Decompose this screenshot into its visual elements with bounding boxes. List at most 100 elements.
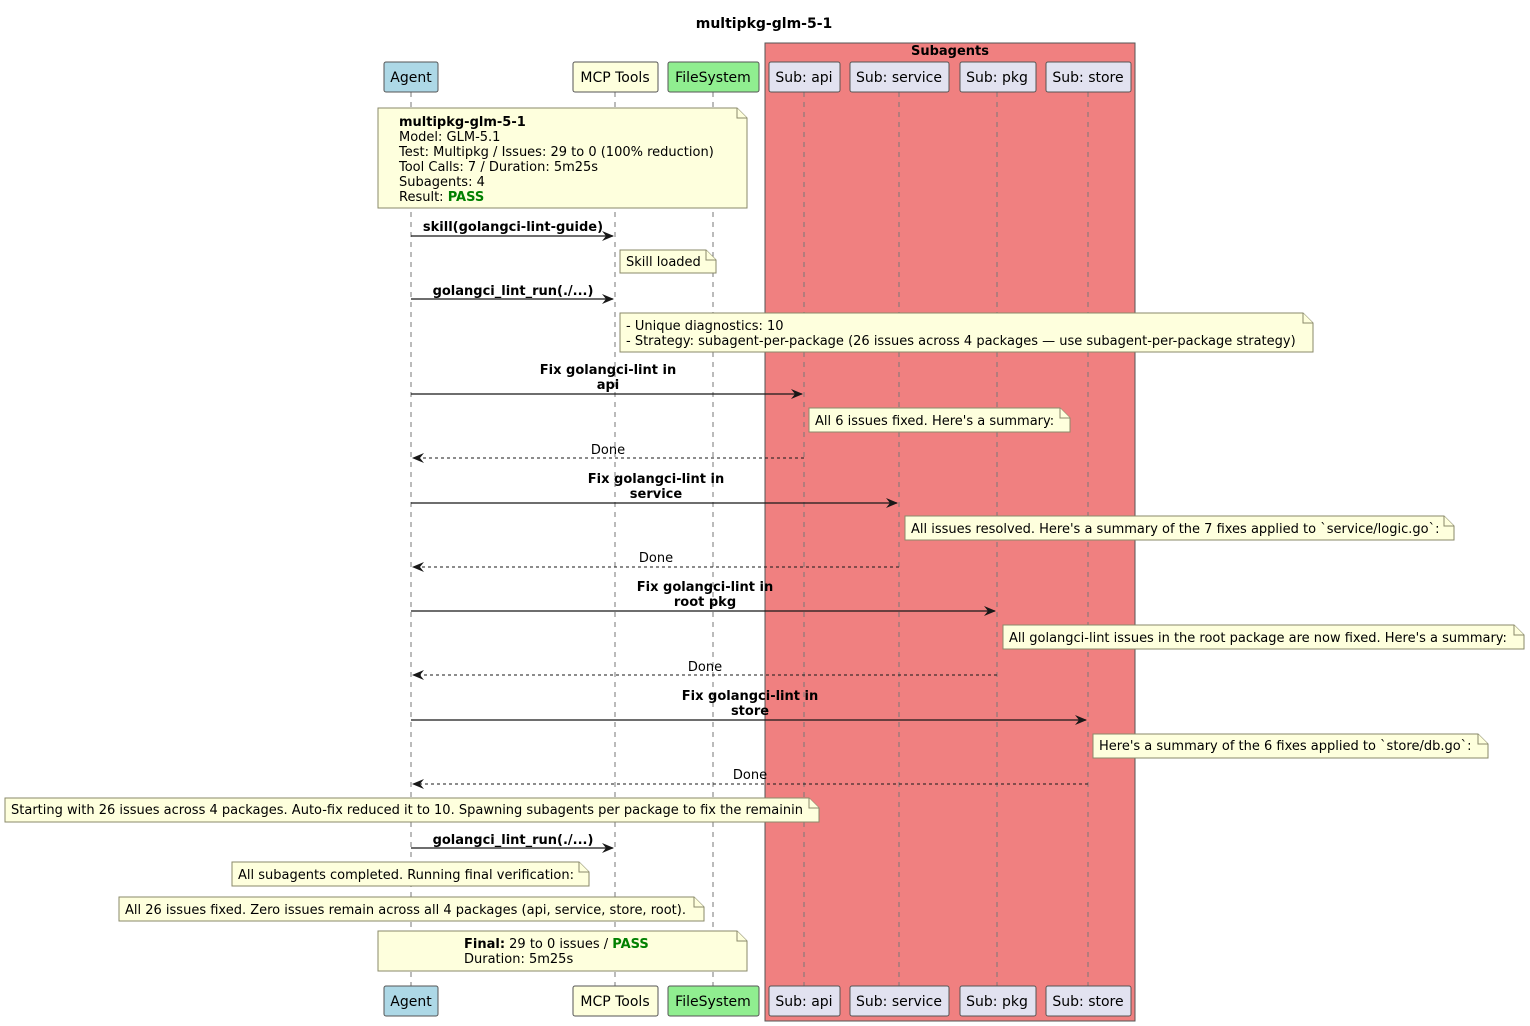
participant-label: Sub: api: [775, 994, 832, 1010]
message-fix-service: Fix golangci-lint in service: [411, 472, 898, 508]
final-pass-badge: PASS: [612, 937, 649, 952]
message-label: Done: [733, 768, 767, 783]
note-text: All subagents completed. Running final v…: [238, 868, 574, 883]
message-label: Fix golangci-lint in: [588, 472, 724, 487]
note-diagnostics: - Unique diagnostics: 10 - Strategy: sub…: [619, 312, 1314, 353]
message-done-api: Done: [412, 443, 804, 463]
note-shape: [1092, 733, 1489, 759]
note-pkg-result: All golangci-lint issues in the root pac…: [1002, 624, 1525, 650]
final-label: Final:: [464, 937, 505, 952]
participant-label: Sub: store: [1052, 994, 1123, 1010]
message-label: store: [731, 704, 769, 719]
note-spawning: Starting with 26 issues across 4 package…: [4, 797, 820, 823]
note-text: All golangci-lint issues in the root pac…: [1009, 631, 1507, 646]
note-fold: [808, 798, 819, 809]
note-fold: [578, 862, 589, 873]
note-shape: [619, 249, 717, 274]
message-label: Done: [639, 551, 673, 566]
result-pass-badge: PASS: [448, 190, 485, 205]
participant-box: [572, 985, 659, 1017]
summary-note-line: Tool Calls: 7 / Duration: 5m25s: [398, 160, 598, 175]
summary-note-result: Result: PASS: [399, 190, 484, 205]
message-label: root pkg: [674, 595, 736, 610]
lifelines: [410, 92, 1089, 986]
note-text: Skill loaded: [626, 255, 701, 270]
message-label: golangci_lint_run(./...): [433, 284, 594, 299]
participant-box: [383, 61, 439, 93]
participant-mcp-tools-bottom: MCP Tools: [572, 985, 659, 1017]
note-text: All 26 issues fixed. Zero issues remain …: [125, 903, 686, 918]
summary-note: multipkg-glm-5-1 Model: GLM-5.1 Test: Mu…: [377, 107, 748, 209]
note-text: Here's a summary of the 6 fixes applied …: [1099, 739, 1472, 754]
participant-agent-bottom: Agent: [383, 985, 439, 1017]
note-all-fixed: All 26 issues fixed. Zero issues remain …: [118, 896, 705, 922]
message-label: Fix golangci-lint in: [637, 580, 773, 595]
message-label: Done: [591, 443, 625, 458]
message-lint-run: golangci_lint_run(./...): [411, 284, 614, 304]
summary-note-line: Subagents: 4: [399, 175, 485, 190]
participant-label: Sub: api: [775, 70, 832, 86]
note-text: Starting with 26 issues across 4 package…: [11, 803, 803, 818]
participant-label: Agent: [390, 70, 432, 86]
summary-note-title: multipkg-glm-5-1: [399, 115, 526, 130]
note-shape: [231, 861, 590, 887]
note-skill-loaded: Skill loaded: [619, 249, 717, 274]
message-label: golangci_lint_run(./...): [433, 833, 594, 848]
participant-mcp-tools-top: MCP Tools: [572, 61, 659, 93]
message-label: Fix golangci-lint in: [682, 689, 818, 704]
final-summary-line: Final: 29 to 0 issues / PASS: [464, 937, 649, 952]
participant-sub-service-bottom: Sub: service: [849, 985, 950, 1017]
summary-note-line: Test: Multipkg / Issues: 29 to 0 (100% r…: [398, 145, 714, 160]
final-text: 29 to 0 issues /: [505, 937, 612, 952]
participant-box: [667, 985, 760, 1017]
participant-sub-store-top: Sub: store: [1045, 61, 1132, 93]
note-completed: All subagents completed. Running final v…: [231, 861, 590, 887]
message-fix-pkg: Fix golangci-lint in root pkg: [411, 580, 996, 616]
participant-sub-pkg-top: Sub: pkg: [959, 61, 1037, 93]
note-final-summary: Final: 29 to 0 issues / PASS Duration: 5…: [377, 930, 748, 972]
participant-box: [768, 985, 841, 1017]
participant-box: [1045, 61, 1132, 93]
note-shape: [619, 312, 1314, 353]
note-fold: [1443, 516, 1454, 527]
message-label: skill(golangci-lint-guide): [423, 220, 603, 235]
note-text: All 6 issues fixed. Here's a summary:: [815, 414, 1054, 429]
participant-label: MCP Tools: [580, 70, 649, 86]
participant-sub-store-bottom: Sub: store: [1045, 985, 1132, 1017]
summary-note-line: Model: GLM-5.1: [399, 130, 500, 145]
participant-sub-pkg-bottom: Sub: pkg: [959, 985, 1037, 1017]
participant-label: FileSystem: [675, 70, 751, 86]
note-text: - Unique diagnostics: 10: [626, 319, 784, 334]
participant-label: Sub: store: [1052, 70, 1123, 86]
message-label: Fix golangci-lint in: [540, 363, 676, 378]
result-prefix: Result:: [399, 190, 448, 205]
message-skill-call: skill(golangci-lint-guide): [411, 220, 614, 241]
note-fold: [693, 897, 704, 908]
participant-box: [572, 61, 659, 93]
note-text: - Strategy: subagent-per-package (26 iss…: [626, 334, 1296, 349]
note-shape: [377, 107, 748, 209]
participant-label: MCP Tools: [580, 994, 649, 1010]
message-done-store: Done: [412, 768, 1088, 789]
note-shape: [377, 930, 748, 972]
note-shape: [904, 515, 1455, 541]
message-label: service: [630, 487, 683, 502]
participant-label: Agent: [390, 994, 432, 1010]
participant-box: [383, 985, 439, 1017]
message-label: api: [597, 378, 620, 393]
note-shape: [1002, 624, 1525, 650]
note-text: All issues resolved. Here's a summary of…: [911, 522, 1439, 537]
note-fold: [736, 931, 747, 942]
participant-sub-api-top: Sub: api: [768, 61, 841, 93]
participant-box: [768, 61, 841, 93]
participant-box: [1045, 985, 1132, 1017]
participant-box: [959, 985, 1037, 1017]
participant-sub-service-top: Sub: service: [849, 61, 950, 93]
note-fold: [1513, 625, 1524, 636]
subagents-group-label: Subagents: [911, 44, 989, 59]
participant-box: [667, 61, 760, 93]
participant-label: Sub: pkg: [966, 70, 1028, 86]
note-service-result: All issues resolved. Here's a summary of…: [904, 515, 1455, 541]
participant-label: Sub: service: [856, 994, 942, 1010]
